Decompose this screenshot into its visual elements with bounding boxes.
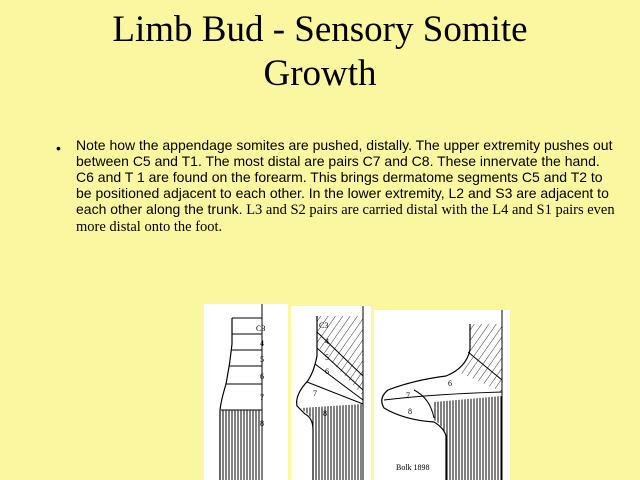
p2-label-7: 7 [313, 389, 317, 398]
p1-label-7: 7 [260, 393, 264, 402]
limb-bud-figure-extended: 6 7 8 Bolk 1898 [374, 310, 510, 480]
limb-bud-figure-early: C3 4 5 6 7 8 [204, 304, 288, 480]
p3-label-8: 8 [408, 407, 412, 416]
p3-label-6: 6 [448, 379, 452, 388]
title-line-1: Limb Bud - Sensory Somite [112, 9, 528, 50]
p1-label-6: 6 [260, 372, 264, 381]
p2-label-8: 8 [323, 409, 327, 418]
p3-label-7: 7 [406, 391, 410, 400]
bullet-text: Note how the appendage somites are pushe… [76, 137, 616, 235]
bullet-text-main: Note how the appendage somites are pushe… [76, 137, 613, 217]
p1-label-c3: C3 [256, 324, 265, 333]
slide-title: Limb Bud - Sensory Somite Growth [0, 8, 640, 96]
p1-label-8: 8 [260, 419, 264, 428]
p1-label-4: 4 [260, 339, 264, 348]
p2-label-5: 5 [325, 353, 329, 362]
p2-label-4: 4 [325, 337, 329, 346]
p2-label-6: 6 [325, 367, 329, 376]
p1-label-5: 5 [260, 355, 264, 364]
p2-label-c3: C3 [319, 321, 328, 330]
figure-credit: Bolk 1898 [396, 463, 430, 472]
title-line-2: Growth [263, 53, 377, 94]
bullet-marker: • [56, 140, 61, 156]
bullet-text-serif: L3 and S2 pairs are carried distal with … [76, 202, 615, 235]
limb-bud-figure-middle: C3 4 5 6 7 8 [291, 306, 371, 480]
